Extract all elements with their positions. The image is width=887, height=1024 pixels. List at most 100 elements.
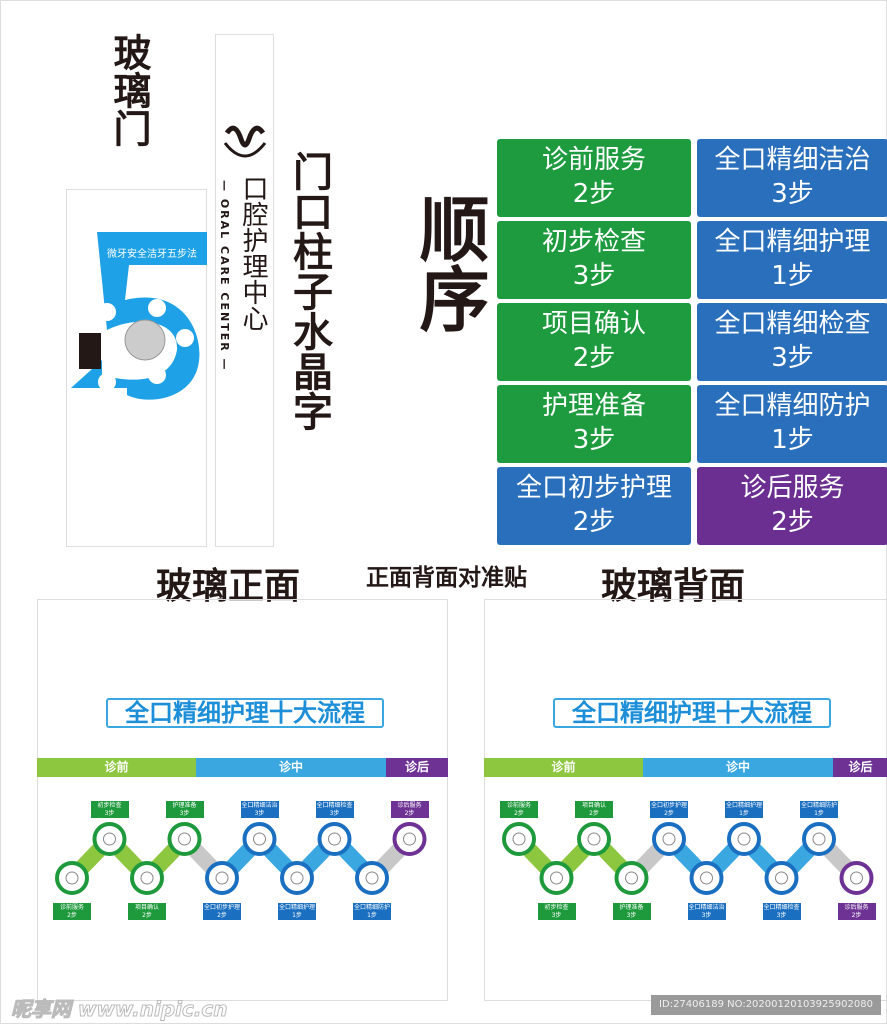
step-name: 诊前服务 bbox=[506, 802, 531, 809]
dental-tools-icon-glyph bbox=[103, 832, 116, 846]
dental-chair-icon bbox=[280, 861, 314, 895]
patient-face-icon bbox=[614, 861, 649, 895]
order-cell-steps: 2步 bbox=[572, 179, 616, 209]
step-name: 全口精细检查 bbox=[763, 904, 800, 911]
glass-back-label: 玻璃背面 bbox=[601, 566, 746, 607]
image-id-footer: ID:27406189 NO:20200120103925902080 bbox=[651, 995, 881, 1015]
step-name: 护理准备 bbox=[619, 904, 644, 911]
watermark-logo: 昵享网 www.nipic.cn bbox=[11, 997, 229, 1022]
step-count: 2步 bbox=[851, 912, 862, 919]
order-cell-name: 初步检查 bbox=[541, 227, 646, 257]
step-count: 1步 bbox=[739, 810, 749, 817]
drill-icon-glyph bbox=[775, 871, 788, 885]
step-count: 2步 bbox=[404, 810, 415, 817]
step-count: 3步 bbox=[701, 912, 712, 919]
logo-cn-text: 口腔护理中心 bbox=[238, 175, 268, 331]
align-note: 正面背面对准贴 bbox=[366, 565, 527, 591]
poster-title: 微牙安全洁牙五步法 bbox=[107, 249, 197, 260]
clipboard-icon-glyph bbox=[140, 871, 154, 885]
step-name: 全口精细护理 bbox=[725, 802, 762, 809]
order-cell-steps: 3步 bbox=[771, 179, 814, 209]
step-count: 1步 bbox=[292, 912, 302, 919]
front-band-0: 诊前 bbox=[37, 758, 196, 777]
dental-tools-icon-glyph bbox=[550, 871, 563, 885]
step-count: 3步 bbox=[179, 810, 190, 817]
smile-icon-glyph bbox=[700, 871, 713, 885]
step-name: 全口精细洁治 bbox=[688, 904, 725, 911]
tooth-icon-glyph bbox=[662, 832, 676, 846]
drill-icon-glyph bbox=[328, 832, 341, 846]
drill-icon bbox=[764, 861, 799, 895]
step-name: 全口精细洁治 bbox=[241, 802, 278, 809]
smile-icon bbox=[689, 861, 724, 895]
step-name: 护理准备 bbox=[172, 802, 197, 809]
glass-door-label: 玻璃门 bbox=[107, 33, 151, 147]
step-count: 1步 bbox=[814, 810, 824, 817]
front-flow-title: 全口精细护理十大流程 bbox=[106, 698, 384, 728]
step-count: 1步 bbox=[367, 912, 377, 919]
braces-icon bbox=[355, 861, 389, 895]
order-cell-name: 全口精细洁治 bbox=[714, 145, 871, 175]
order-cell-name: 诊后服务 bbox=[740, 473, 845, 503]
clipboard-icon bbox=[577, 822, 611, 856]
order-cell-steps: 2步 bbox=[572, 507, 616, 537]
five-step-graphic bbox=[71, 232, 207, 400]
step-name: 全口精细防护 bbox=[353, 904, 390, 911]
step-name: 诊后服务 bbox=[397, 802, 422, 809]
step-name: 诊前服务 bbox=[59, 904, 84, 911]
smile-icon-glyph bbox=[253, 832, 266, 846]
oral-care-logo-column: 口腔护理中心 — ORAL CARE CENTER — bbox=[215, 34, 274, 547]
order-cell-steps: 3步 bbox=[572, 425, 616, 455]
five-step-poster: 微牙安全洁牙五步法 bbox=[66, 189, 207, 547]
dentist-icon-glyph bbox=[512, 832, 526, 846]
order-cell: 全口精细洁治 3步 bbox=[697, 139, 887, 217]
order-cell: 初步检查 3步 bbox=[497, 221, 691, 299]
clipboard-icon-glyph bbox=[587, 832, 601, 846]
dentist-icon bbox=[502, 822, 536, 856]
step-name: 全口精细检查 bbox=[316, 802, 353, 809]
nurse-icon-glyph bbox=[403, 832, 416, 846]
braces-icon bbox=[802, 822, 836, 856]
step-count: 2步 bbox=[589, 810, 599, 817]
step-name: 全口精细护理 bbox=[278, 904, 315, 911]
order-cell-name: 全口精细检查 bbox=[714, 309, 871, 339]
back-flow-title: 全口精细护理十大流程 bbox=[553, 698, 831, 728]
nurse-icon-glyph bbox=[850, 871, 863, 885]
step-name: 初步检查 bbox=[97, 802, 122, 809]
logo-en-text: — ORAL CARE CENTER — bbox=[218, 180, 231, 372]
tooth-icon-glyph bbox=[215, 871, 229, 885]
dental-tools-icon bbox=[539, 861, 574, 895]
step-name: 项目确认 bbox=[581, 802, 606, 809]
step-count: 3步 bbox=[104, 810, 115, 817]
order-cell-name: 全口精细护理 bbox=[714, 227, 871, 257]
order-cell-steps: 3步 bbox=[572, 261, 616, 291]
nurse-icon bbox=[839, 861, 874, 895]
dental-chair-icon-glyph bbox=[737, 832, 751, 846]
step-name: 全口初步护理 bbox=[650, 802, 687, 809]
back-band-0: 诊前 bbox=[484, 758, 643, 777]
order-cell-steps: 1步 bbox=[771, 425, 814, 455]
order-cell-steps: 2步 bbox=[572, 343, 616, 373]
step-name: 全口初步护理 bbox=[203, 904, 240, 911]
step-count: 2步 bbox=[664, 810, 674, 817]
step-count: 2步 bbox=[142, 912, 152, 919]
patient-face-icon-glyph bbox=[178, 832, 191, 846]
step-count: 2步 bbox=[67, 912, 77, 919]
